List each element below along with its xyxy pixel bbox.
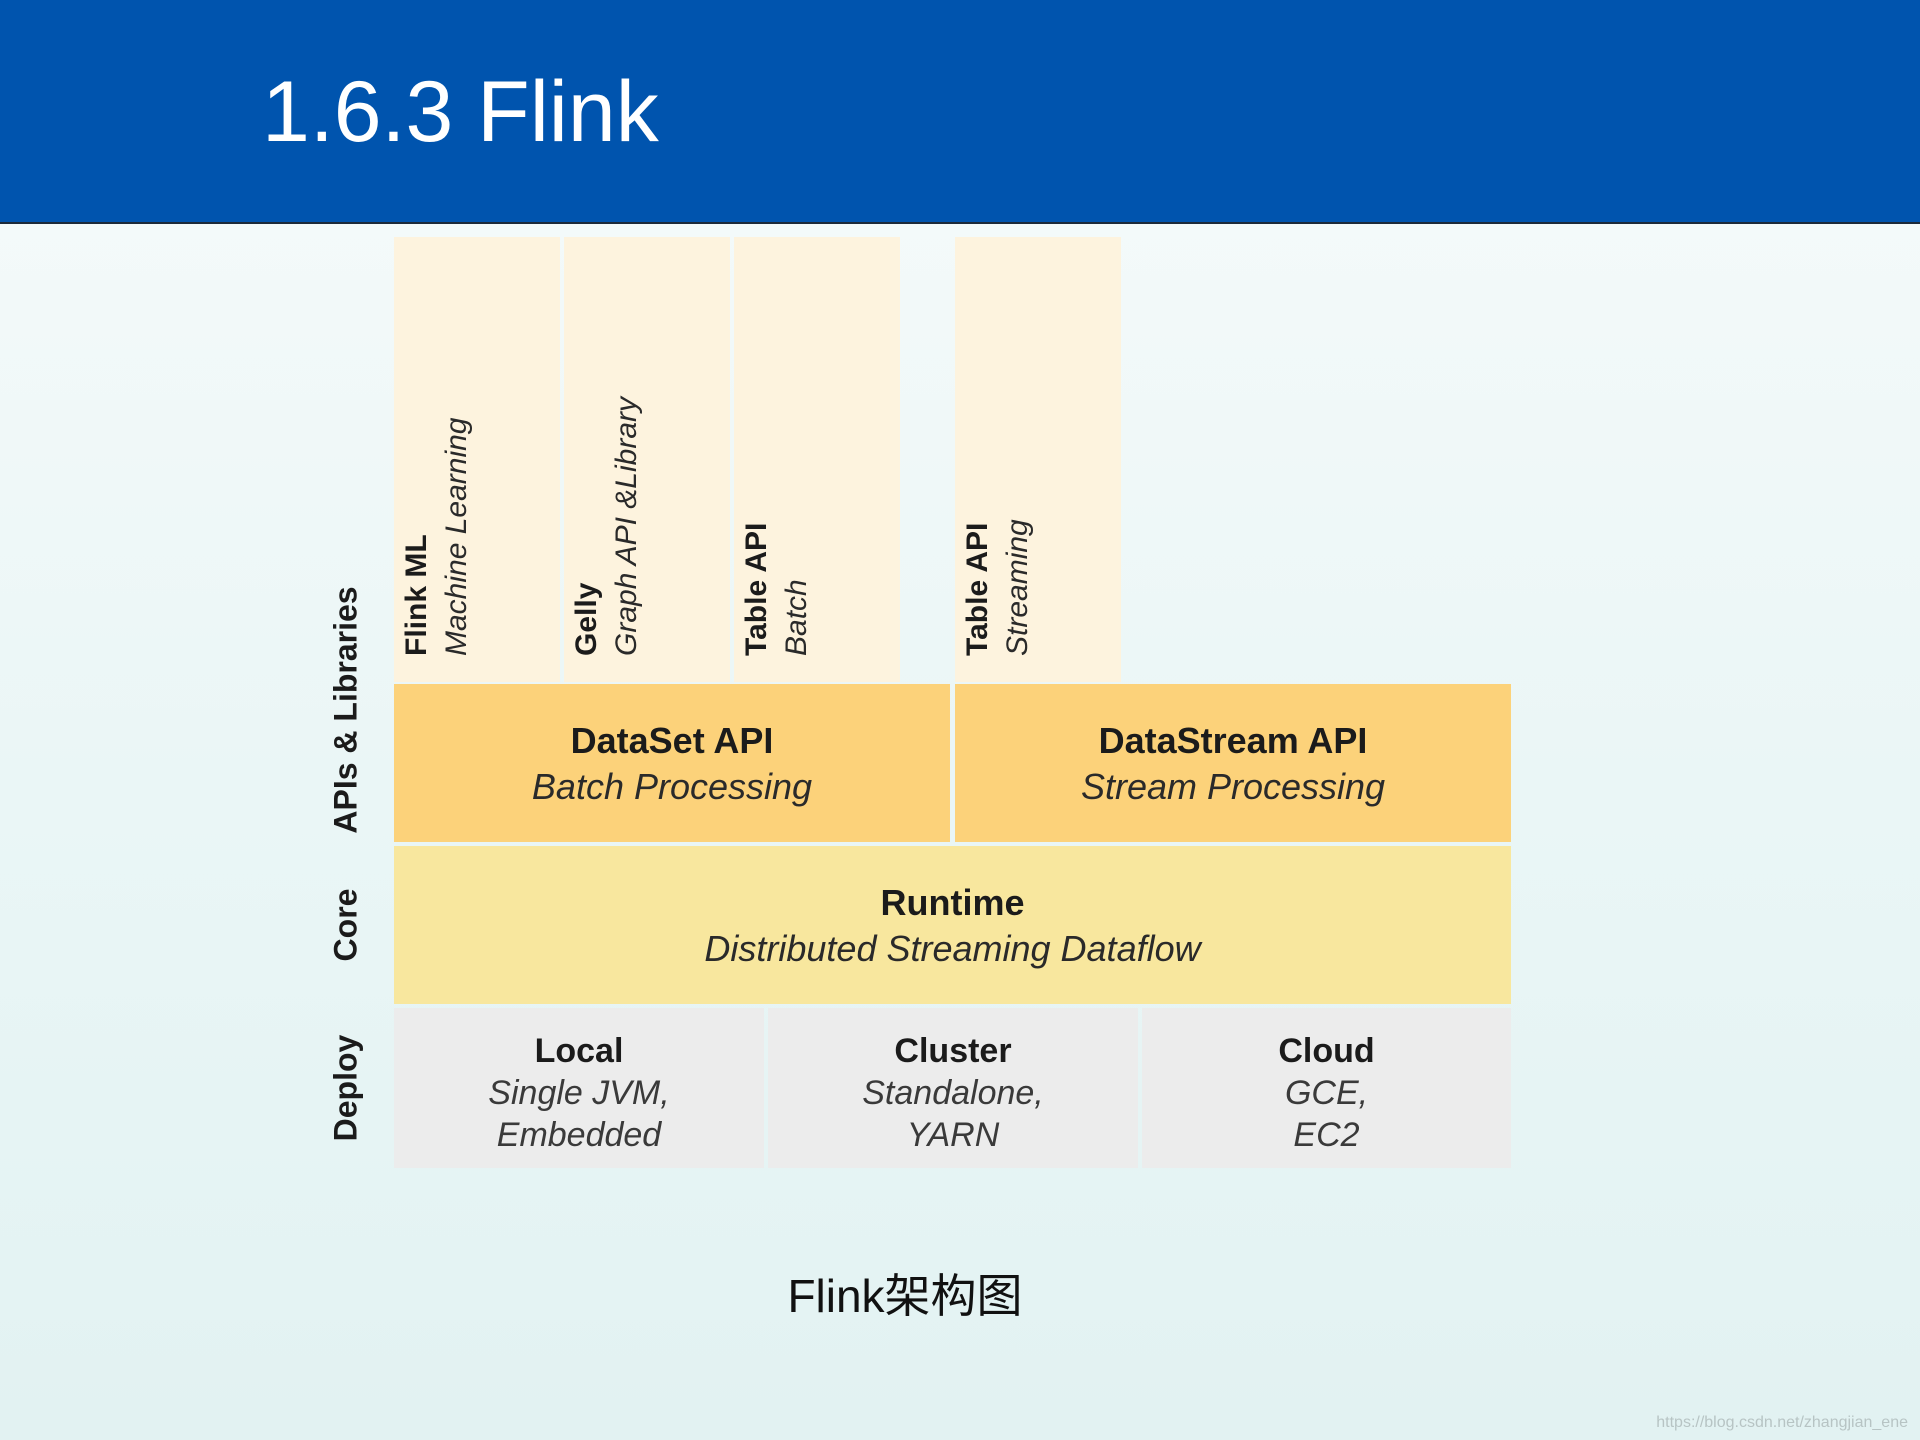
deploy-line: Standalone, [862, 1074, 1044, 1112]
api-title: DataStream API [1098, 720, 1368, 761]
library-name: Table API [740, 522, 773, 656]
api-subtitle: Stream Processing [1080, 766, 1386, 807]
api-subtitle: Batch Processing [531, 766, 813, 807]
figure-caption: Flink架构图 [787, 1270, 1023, 1322]
library-flink-ml: Flink ML Machine Learning [394, 237, 560, 682]
slide-title: 1.6.3 Flink [262, 64, 659, 160]
dataset-api-box: DataSet API Batch Processing [394, 684, 950, 842]
deploy-cluster-box: Cluster Standalone, YARN [768, 1008, 1138, 1168]
library-name: Flink ML [400, 534, 433, 656]
deploy-cloud-box: Cloud GCE, EC2 [1142, 1008, 1511, 1168]
layer-label-deploy: Deploy [327, 1034, 364, 1142]
title-bar: 1.6.3 Flink [0, 0, 1920, 224]
core-title: Runtime [880, 882, 1025, 923]
api-title: DataSet API [570, 720, 774, 761]
layer-label-apis: APIs & Libraries [327, 586, 364, 834]
deploy-title: Cluster [894, 1032, 1012, 1070]
library-desc: Streaming [1001, 519, 1034, 656]
library-name: Gelly [570, 582, 603, 656]
datastream-api-box: DataStream API Stream Processing [955, 684, 1511, 842]
deploy-line: YARN [906, 1116, 1000, 1154]
deploy-line: EC2 [1293, 1116, 1360, 1154]
deploy-local-box: Local Single JVM, Embedded [394, 1008, 764, 1168]
deploy-line: GCE, [1284, 1074, 1369, 1112]
deploy-line: Embedded [496, 1116, 662, 1154]
library-desc: Batch [780, 579, 813, 656]
library-name: Table API [961, 522, 994, 656]
deploy-title: Local [534, 1032, 624, 1070]
layer-label-core: Core [327, 888, 364, 962]
library-table-api-streaming: Table API Streaming [955, 237, 1121, 682]
watermark: https://blog.csdn.net/zhangjian_ene [1656, 1414, 1908, 1431]
library-gelly: Gelly Graph API &Library [564, 237, 730, 682]
core-subtitle: Distributed Streaming Dataflow [704, 928, 1201, 969]
deploy-title: Cloud [1278, 1032, 1375, 1070]
library-table-api-batch: Table API Batch [734, 237, 900, 682]
runtime-box: Runtime Distributed Streaming Dataflow [394, 846, 1511, 1004]
library-desc: Graph API &Library [610, 397, 643, 656]
deploy-line: Single JVM, [488, 1074, 670, 1112]
library-desc: Machine Learning [440, 417, 473, 657]
